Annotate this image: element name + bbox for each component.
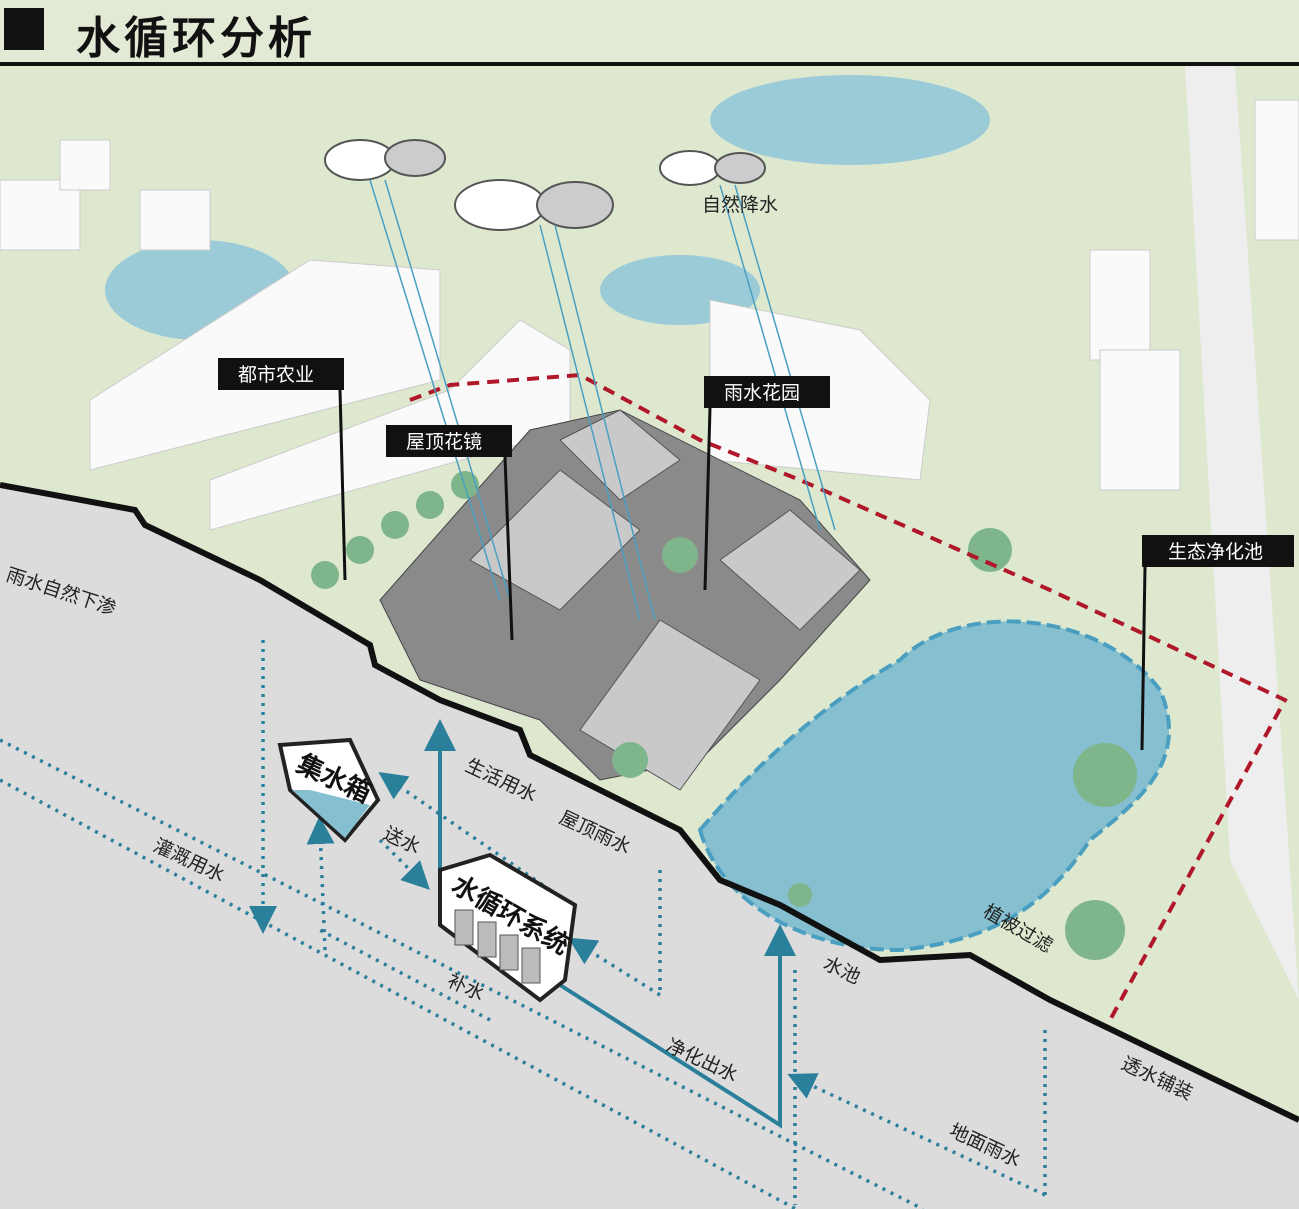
site-boundary	[409, 372, 1288, 1021]
label-purified-outflow: 净化出水	[663, 1035, 741, 1087]
callout-tags	[218, 358, 1294, 751]
purified-outflow-pipe	[558, 924, 796, 1129]
label-replenish: 补水	[444, 970, 488, 1006]
tag-rain-garden: 雨水花园	[724, 382, 800, 404]
label-ground-rainwater: 地面雨水	[946, 1120, 1024, 1172]
pond	[710, 75, 990, 165]
trees	[311, 471, 1137, 960]
label-rain-infiltration: 雨水自然下渗	[3, 564, 118, 620]
water-cycle-diagram: 都市农业 屋顶花镜 雨水花园 生态净化池 自然降水 雨水自然下渗 集水箱 送水 …	[0, 66, 1299, 1209]
label-roof-rainwater: 屋顶雨水	[556, 807, 634, 859]
label-irrigation-water: 灌溉用水	[150, 835, 228, 887]
rain-lines	[369, 179, 836, 621]
tag-eco-pond: 生态净化池	[1168, 541, 1263, 563]
tag-urban-agriculture: 都市农业	[238, 364, 314, 386]
label-domestic-water: 生活用水	[462, 755, 540, 807]
system-box	[438, 852, 578, 1003]
system-cylinders	[454, 909, 541, 984]
cloud-icons	[324, 139, 766, 231]
underground-flows	[0, 640, 1047, 1209]
page-title: 水循环分析	[76, 13, 316, 64]
ground-line	[0, 482, 1299, 1123]
tag-roof-garden: 屋顶花镜	[406, 431, 482, 453]
label-natural-rain: 自然降水	[702, 194, 778, 216]
title-bar: 水循环分析	[0, 0, 1299, 66]
label-pool: 水池	[820, 953, 864, 989]
label-send-water: 送水	[380, 823, 424, 859]
road	[1185, 66, 1299, 1000]
tank-water	[292, 790, 370, 838]
title-square-icon	[4, 8, 44, 50]
